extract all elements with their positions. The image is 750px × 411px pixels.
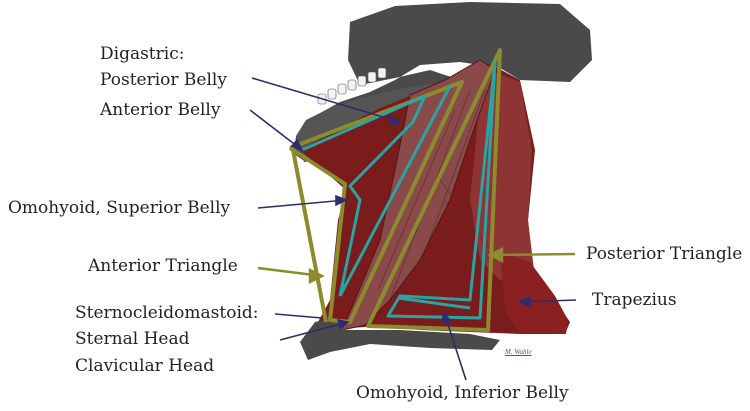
label-posterior-belly: Posterior Belly [100,70,227,91]
label-sternal-head: Sternal Head [75,329,190,350]
label-sternocleidomastoid: Sternocleidomastoid: [75,303,259,324]
label-posterior-triangle: Posterior Triangle [586,244,742,265]
label-trapezius: Trapezius [592,290,677,311]
artist-signature: M. Wahle [505,348,532,356]
label-anterior-triangle: Anterior Triangle [88,256,238,277]
label-omohyoid-inferior: Omohyoid, Inferior Belly [356,383,569,404]
label-digastric: Digastric: [100,44,184,65]
label-anterior-belly: Anterior Belly [100,100,220,121]
label-omohyoid-superior: Omohyoid, Superior Belly [8,198,230,219]
label-clavicular-head: Clavicular Head [75,356,214,377]
